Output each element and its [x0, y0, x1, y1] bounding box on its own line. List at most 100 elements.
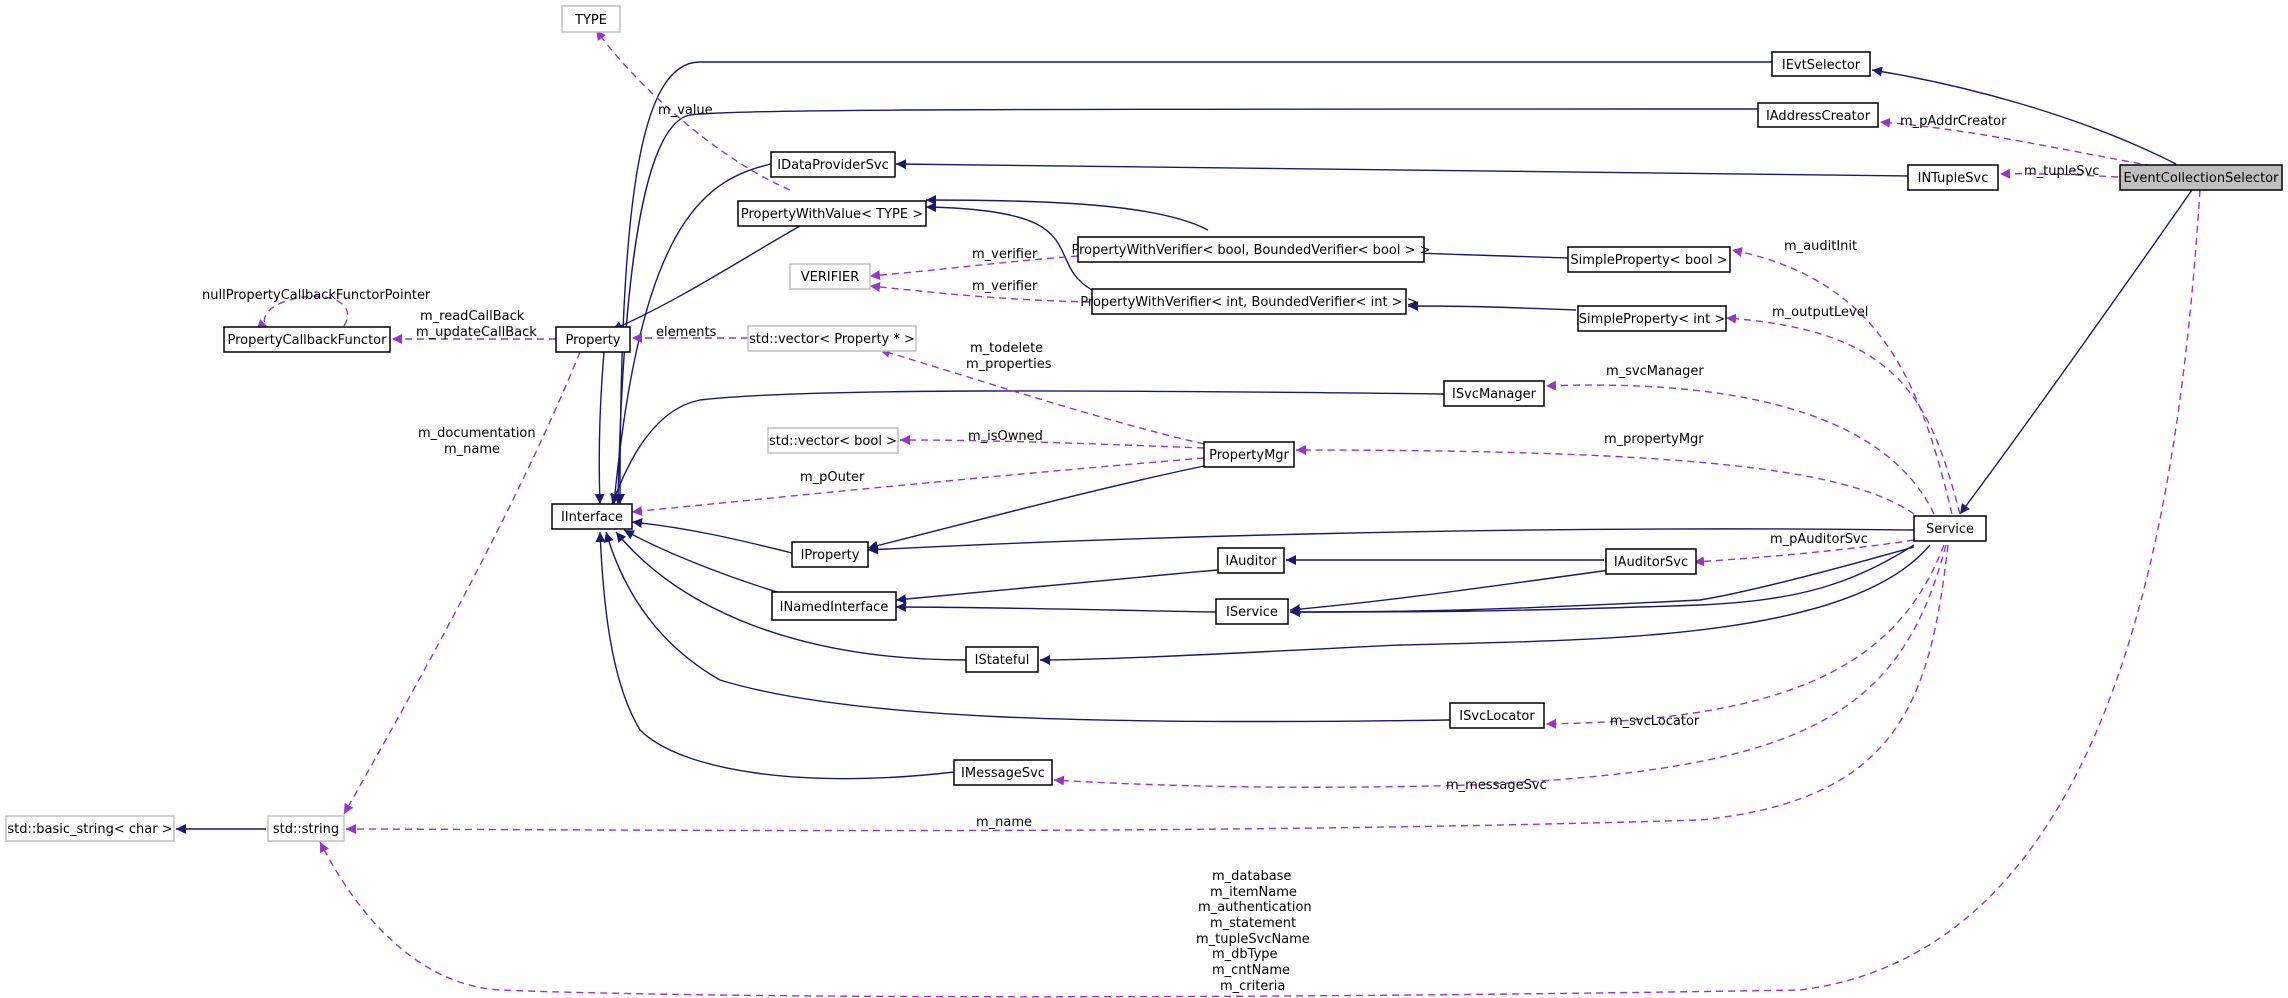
edge-use-m-pauditorsvc	[1693, 539, 1915, 567]
svg-text:SimpleProperty< bool >: SimpleProperty< bool >	[1570, 253, 1727, 268]
edge-ituplesvc-to-idataprovidersvc	[895, 159, 1909, 177]
label-m-svclocator: m_svcLocator	[1610, 714, 1700, 729]
label-m-database: m_database	[1212, 869, 1291, 884]
node-type[interactable]: TYPE	[561, 5, 621, 33]
node-simpleproperty-int[interactable]: SimpleProperty< int >	[1577, 305, 1727, 332]
svg-text:EventCollectionSelector: EventCollectionSelector	[2124, 171, 2280, 186]
label-m-verifier-bool: m_verifier	[972, 247, 1038, 262]
label-m-dbtype: m_dbType	[1212, 947, 1278, 962]
inheritance-edges	[176, 61, 2193, 834]
node-pwv-int[interactable]: PropertyWithVerifier< int, BoundedVerifi…	[1080, 288, 1418, 315]
svg-text:IService: IService	[1226, 605, 1278, 620]
node-ituplesvc[interactable]: INTupleSvc	[1907, 164, 1999, 191]
node-propertycallbackfunctor[interactable]: PropertyCallbackFunctor	[223, 326, 391, 353]
label-m-value: m_value	[658, 103, 713, 118]
node-propertywithvalue[interactable]: PropertyWithValue< TYPE >	[737, 200, 927, 227]
edge-property-to-iinterface	[594, 351, 605, 505]
node-istateful[interactable]: IStateful	[965, 646, 1039, 673]
edge-service-to-iauditorsvc-path	[1289, 546, 1915, 617]
label-m-auditinit: m_auditInit	[1784, 239, 1857, 254]
node-ievtselector[interactable]: IEvtSelector	[1771, 51, 1871, 77]
node-pwv-bool[interactable]: PropertyWithVerifier< bool, BoundedVerif…	[1071, 236, 1431, 263]
svg-text:PropertyWithVerifier< int, Bou: PropertyWithVerifier< int, BoundedVerifi…	[1080, 295, 1417, 310]
svg-text:std::vector< bool >: std::vector< bool >	[769, 434, 897, 449]
edge-use-m-documentation	[343, 351, 581, 815]
node-property[interactable]: Property	[555, 326, 631, 353]
node-vector-bool[interactable]: std::vector< bool >	[767, 427, 899, 454]
edge-use-m-svclocator	[1545, 544, 1945, 729]
label-m-tuplesvc: m_tupleSvc	[2024, 164, 2099, 179]
node-isvclocator[interactable]: ISvcLocator	[1449, 702, 1545, 729]
edge-isvcmanager-to-iinterface	[610, 390, 1445, 505]
svg-text:PropertyWithValue< TYPE >: PropertyWithValue< TYPE >	[741, 207, 923, 222]
label-m-messagesvc: m_messageSvc	[1446, 778, 1547, 793]
svg-text:ISvcManager: ISvcManager	[1452, 387, 1537, 402]
label-m-itemname: m_itemName	[1210, 885, 1297, 900]
node-iproperty[interactable]: IProperty	[791, 541, 869, 568]
edge-use-m-propertymgr	[1295, 445, 1915, 515]
node-propertymgr[interactable]: PropertyMgr	[1203, 441, 1295, 468]
node-iauditor[interactable]: IAuditor	[1217, 547, 1285, 574]
node-iauditorsvc[interactable]: IAuditorSvc	[1605, 548, 1697, 575]
node-eventcollectionselector[interactable]: EventCollectionSelector	[2119, 164, 2283, 191]
node-simpleproperty-bool[interactable]: SimpleProperty< bool >	[1567, 246, 1731, 273]
edge-propertymgr-to-iproperty	[867, 465, 1205, 551]
svg-text:Service: Service	[1926, 522, 1974, 537]
svg-text:PropertyWithVerifier< bool, Bo: PropertyWithVerifier< bool, BoundedVerif…	[1071, 243, 1430, 258]
edge-iproperty-to-iinterface	[631, 518, 793, 554]
edge-simpleproperty-int-to-pwv-int	[1407, 301, 1577, 312]
svg-text:IMessageSvc: IMessageSvc	[961, 766, 1045, 781]
node-imessagesvc[interactable]: IMessageSvc	[953, 759, 1053, 786]
node-inamedinterface[interactable]: INamedInterface	[771, 591, 897, 621]
edge-isvclocator-to-iinterface	[604, 531, 1451, 723]
node-iinterface[interactable]: IInterface	[551, 503, 633, 530]
label-m-updatecallback: m_updateCallBack	[416, 325, 537, 340]
label-m-svcmanager: m_svcManager	[1606, 364, 1704, 379]
label-elements: elements	[656, 325, 717, 340]
edge-use-m-paddrcreator	[1879, 117, 2177, 171]
nodes: TYPE IEvtSelector IAddressCreator IDataP…	[5, 5, 2283, 842]
label-m-pouter: m_pOuter	[800, 470, 865, 485]
label-null-callback: nullPropertyCallbackFunctorPointer	[202, 288, 431, 303]
label-m-outputlevel: m_outputLevel	[1772, 305, 1868, 320]
edge-imessagesvc-to-iinterface	[595, 531, 955, 780]
node-vector-property[interactable]: std::vector< Property * >	[747, 325, 917, 352]
svg-text:std::vector< Property * >: std::vector< Property * >	[749, 332, 915, 347]
edge-pwv-int-to-propertywithvalue	[925, 202, 1093, 291]
edge-ecs-to-ievtselector	[1871, 66, 2177, 165]
node-isvcmanager[interactable]: ISvcManager	[1443, 380, 1545, 407]
node-iaddresscreator[interactable]: IAddressCreator	[1757, 102, 1879, 128]
svg-text:IStateful: IStateful	[975, 653, 1030, 668]
node-service[interactable]: Service	[1913, 515, 1987, 542]
edge-iauditorsvc-to-iservice	[1289, 569, 1611, 615]
usage-edges	[256, 29, 2201, 998]
edge-pwv-bool-to-propertywithvalue	[925, 195, 1209, 231]
edge-use-m-auditinit	[1731, 247, 1953, 515]
edge-use-ecs-members	[319, 189, 2201, 998]
node-basic-string[interactable]: std::basic_string< char >	[5, 815, 175, 842]
edge-use-null-callback	[256, 295, 349, 329]
edge-inamedinterface-to-iinterface	[623, 529, 791, 597]
edge-service-to-istateful	[1039, 544, 1931, 665]
label-m-criteria: m_criteria	[1220, 979, 1285, 994]
node-std-string[interactable]: std::string	[267, 815, 345, 842]
svg-text:IDataProviderSvc: IDataProviderSvc	[777, 158, 889, 173]
svg-text:IInterface: IInterface	[561, 510, 623, 525]
svg-text:INamedInterface: INamedInterface	[780, 600, 889, 615]
node-verifier[interactable]: VERIFIER	[789, 263, 871, 290]
svg-text:INTupleSvc: INTupleSvc	[1918, 171, 1989, 186]
label-m-properties: m_properties	[966, 357, 1052, 372]
svg-text:ISvcLocator: ISvcLocator	[1459, 709, 1535, 724]
label-m-authentication: m_authentication	[1198, 900, 1312, 915]
svg-text:IEvtSelector: IEvtSelector	[1782, 58, 1861, 73]
edge-ievtselector-to-iinterface	[615, 61, 1772, 505]
edge-labels: m_value m_pAddrCreator m_tupleSvc m_audi…	[202, 103, 2099, 994]
edge-iaddresscreator-to-iinterface	[613, 108, 1759, 505]
label-m-propertymgr: m_propertyMgr	[1604, 432, 1704, 447]
label-m-verifier-int: m_verifier	[972, 279, 1038, 294]
svg-text:Property: Property	[565, 333, 620, 348]
node-iservice[interactable]: IService	[1215, 598, 1289, 625]
edge-use-m-pouter	[631, 457, 1205, 516]
node-idataprovidersvc[interactable]: IDataProviderSvc	[770, 151, 896, 178]
